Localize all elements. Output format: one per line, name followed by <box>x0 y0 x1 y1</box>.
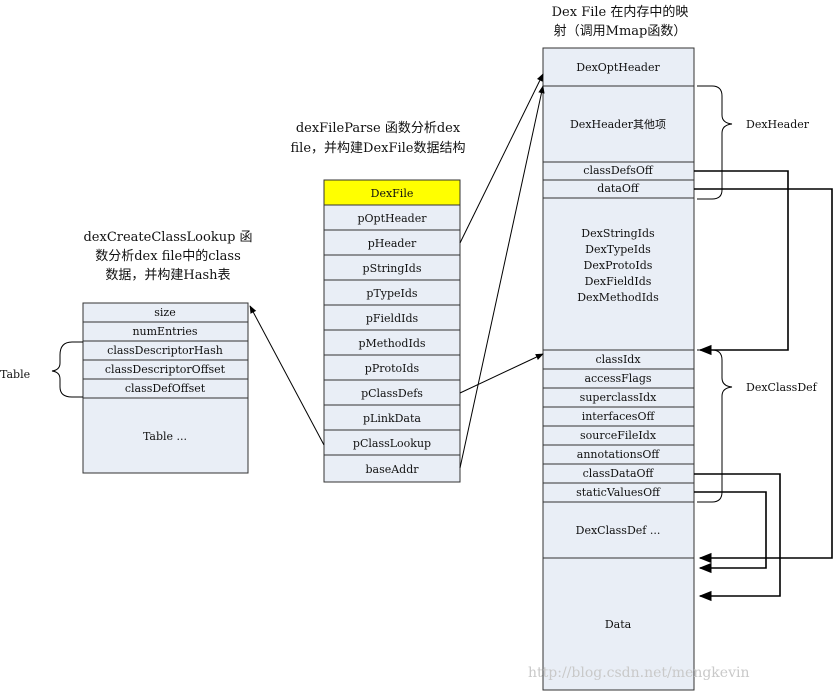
dexfile-label-baseaddr: baseAddr <box>365 463 419 476</box>
watermark-text: http://blog.csdn.net/mengkevin <box>528 665 749 681</box>
dexfile-label-pclassdefs: pClassDefs <box>361 387 423 400</box>
lookup-label-classdefoffset: classDefOffset <box>125 382 206 395</box>
map-dataoff-label: dataOff <box>597 182 640 195</box>
dexfile-row-pheader <box>323 229 461 256</box>
lookup-label-size: size <box>154 306 175 319</box>
arrow-pheader-to-optheader <box>459 73 544 244</box>
dexfile-header-label: DexFile <box>371 187 414 200</box>
dexfile-label-pmethodids: pMethodIds <box>358 337 425 350</box>
dexfile-label-pstringids: pStringIds <box>363 262 422 275</box>
dexclassdef-brace <box>697 349 733 503</box>
map-dexheader-other <box>542 85 695 163</box>
caption-lookup-line1: dexCreateClassLookup 函 <box>83 230 252 245</box>
map-data-label: Data <box>605 618 632 631</box>
caption-mmap-line2: 射（调用Mmap函数） <box>554 23 687 39</box>
caption-parse-line2: file，并构建DexFile数据结构 <box>291 141 466 156</box>
map-ids-stringids: DexStringIds <box>581 227 655 240</box>
map-sourcefileidx-label: sourceFileIdx <box>580 429 657 442</box>
map-superclassidx-label: superclassIdx <box>580 391 657 404</box>
map-interfacesoff-label: interfacesOff <box>582 410 656 423</box>
dexfile-label-pheader: pHeader <box>368 237 417 250</box>
lookup-label-classdescriptorhash: classDescriptorHash <box>107 344 223 357</box>
arrow-baseaddr-to-header <box>459 85 545 469</box>
dexfile-row-pprotoids <box>323 354 461 381</box>
dexfile-label-poptheader: pOptHeader <box>358 212 428 225</box>
dexfile-row-pclasslookup <box>323 429 461 456</box>
map-ids-block <box>542 197 695 351</box>
dexfile-label-ptypeids: pTypeIds <box>366 287 418 300</box>
dexheader-brace <box>697 85 733 200</box>
lookup-row-table-more <box>82 397 249 474</box>
caption-parse-line1: dexFileParse 函数分析dex <box>296 121 461 136</box>
dexfile-row-baseaddr <box>323 454 461 483</box>
caption-lookup-line3: 数据，并构建Hash表 <box>105 268 230 283</box>
map-ids-typeids: DexTypeIds <box>585 243 651 256</box>
lookup-label-classdescriptoroffset: classDescriptorOffset <box>105 363 226 376</box>
arrow-pclasslookup-to-table <box>249 305 325 446</box>
memory-map: DexOptHeader DexHeader其他项 classDefsOff d… <box>542 47 695 691</box>
caption-lookup-line2: 数分析dex file中的class <box>95 248 241 264</box>
map-dexoptheader-label: DexOptHeader <box>576 61 660 74</box>
map-classdataoff-label: classDataOff <box>583 467 655 480</box>
map-ids-fieldids: DexFieldIds <box>585 275 652 288</box>
dexfile-row-pmethodids <box>323 329 461 356</box>
map-staticvaluesoff-label: staticValuesOff <box>576 486 661 499</box>
dexheader-brace-label: DexHeader <box>746 118 810 131</box>
caption-mmap-line1: Dex File 在内存中的映 <box>552 4 689 20</box>
map-dexclassdef-more <box>542 501 695 559</box>
arrow-classdataoff-to-data <box>694 473 781 602</box>
map-classdefsoff-label: classDefsOff <box>583 164 654 177</box>
dexclassdef-brace-label: DexClassDef <box>746 381 818 394</box>
arrow-dataoff-to-data <box>694 188 833 564</box>
map-dexoptheader <box>542 47 695 87</box>
table-brace <box>51 341 83 398</box>
arrow-classdefsoff-to-classidx <box>694 170 789 356</box>
lookup-label-numentries: numEntries <box>132 325 197 338</box>
dexfile-struct: DexFile pOptHeader pHeader pStringIds pT… <box>323 179 461 483</box>
class-lookup-table: size numEntries classDescriptorHash clas… <box>82 302 249 474</box>
map-ids-methodids: DexMethodIds <box>577 291 659 304</box>
dexfile-row-plinkdata <box>323 404 461 431</box>
dexfile-label-pprotoids: pProtoIds <box>365 362 420 375</box>
lookup-label-table-more: Table ... <box>143 430 187 443</box>
table-brace-label: Table <box>0 368 30 381</box>
dexfile-header-cell <box>323 179 461 206</box>
arrow-pclassdefs-to-classidx <box>459 353 544 394</box>
map-dexheader-other-label: DexHeader其他项 <box>570 118 666 131</box>
dexfile-label-pfieldids: pFieldIds <box>366 312 419 325</box>
map-classidx-label: classIdx <box>595 353 641 366</box>
map-dexclassdef-more-label: DexClassDef ... <box>576 524 661 537</box>
dexfile-row-poptheader <box>323 204 461 231</box>
map-annotationsoff-label: annotationsOff <box>577 448 661 461</box>
map-data <box>542 557 695 691</box>
map-accessflags-label: accessFlags <box>584 372 651 385</box>
arrow-staticvaluesoff-to-data <box>694 491 767 574</box>
map-ids-protoids: DexProtoIds <box>584 259 653 272</box>
dexfile-label-plinkdata: pLinkData <box>363 412 421 425</box>
dexfile-label-pclasslookup: pClassLookup <box>353 437 431 450</box>
